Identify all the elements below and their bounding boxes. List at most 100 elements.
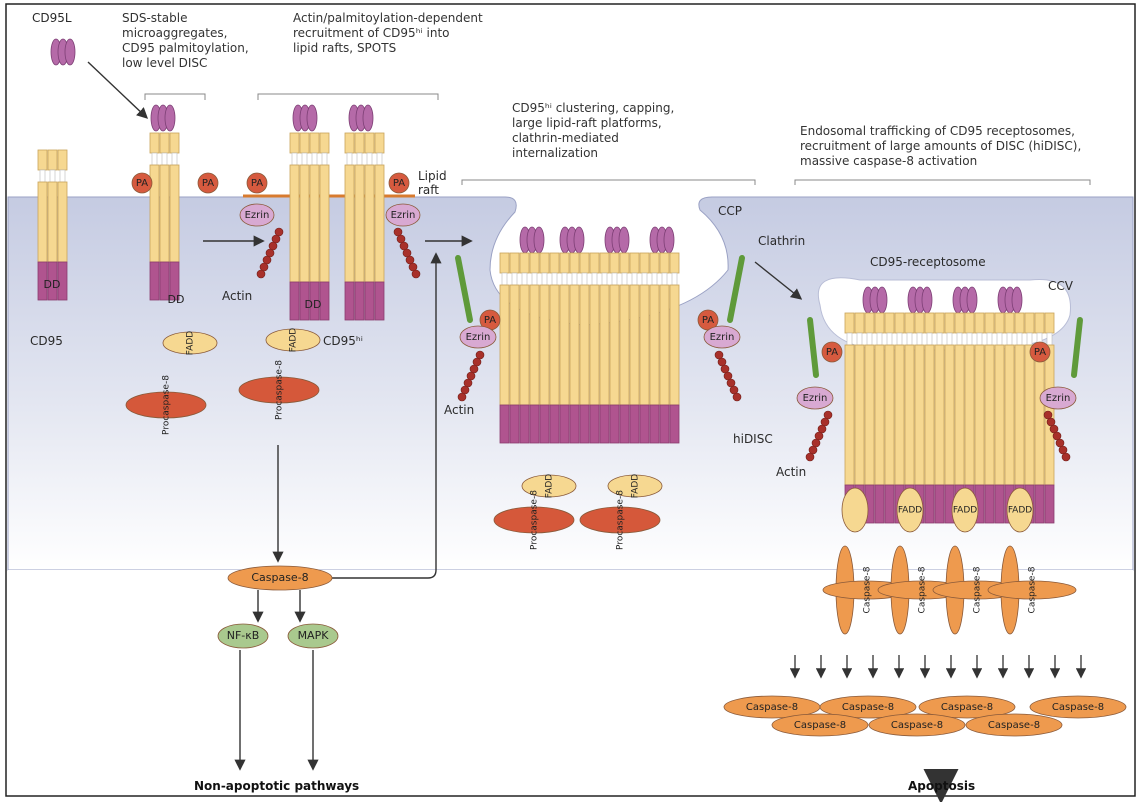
receptor-head <box>1025 313 1034 333</box>
actin-bead <box>458 393 466 401</box>
receptor-linker <box>632 273 637 285</box>
receptor-linker <box>302 153 307 165</box>
cd95-stage3-1 <box>530 253 559 443</box>
receptor-linker <box>897 333 902 345</box>
receptor-body <box>540 285 549 405</box>
death-domain <box>590 405 599 443</box>
ezrin-stage2-left-label: Ezrin <box>245 210 270 221</box>
receptor-body <box>955 345 964 485</box>
receptor-linker <box>652 273 657 285</box>
receptor-linker <box>50 170 55 182</box>
receptor-linker <box>612 273 617 285</box>
cd95l-stage4-3 <box>998 287 1022 313</box>
receptor-linker <box>1017 333 1022 345</box>
death-domain <box>885 485 894 523</box>
ligand-subunit <box>664 227 674 253</box>
cd95l-stage3-3 <box>650 227 674 253</box>
procaspase-stage3-a-label: Procaspase-8 <box>530 490 540 550</box>
death-domain <box>560 405 569 443</box>
actin-label-3: Actin <box>776 465 806 479</box>
receptor-linker <box>602 273 607 285</box>
receptor-body <box>975 345 984 485</box>
receptor-body <box>965 345 974 485</box>
receptor-head <box>855 313 864 333</box>
receptor-body <box>510 285 519 405</box>
death-domain <box>520 405 529 443</box>
receptor-body <box>985 345 994 485</box>
fadd-stage4-1-label: FADD <box>898 506 922 516</box>
receptosome-label: CD95-receptosome <box>870 255 986 269</box>
receptor-head <box>885 313 894 333</box>
receptor-body <box>895 345 904 485</box>
death-domain <box>510 405 519 443</box>
receptor-linker <box>532 273 537 285</box>
dd-label-stage1: DD <box>168 293 185 306</box>
receptor-head <box>170 133 179 153</box>
receptor-head <box>905 313 914 333</box>
fadd-stage1-label: FADD <box>186 331 196 355</box>
receptor-head <box>915 313 924 333</box>
ligand-subunit <box>534 227 544 253</box>
cd95hi-label: CD95ʰⁱ <box>323 334 363 348</box>
receptor-linker <box>172 153 177 165</box>
fadd-stage2-label: FADD <box>289 328 299 352</box>
receptor-head <box>995 313 1004 333</box>
pa-stage2-right-label: PA <box>393 178 405 189</box>
receptor-body <box>375 165 384 282</box>
receptor-linker <box>662 273 667 285</box>
receptor-head <box>550 253 559 273</box>
ligand-subunit <box>922 287 932 313</box>
active-caspase8-4-label: Caspase-8 <box>794 720 846 731</box>
receptor-linker <box>377 153 382 165</box>
receptor-body <box>875 345 884 485</box>
actin-bead <box>412 270 420 278</box>
actin-bead <box>257 270 265 278</box>
mapk-node-label: MAPK <box>298 629 330 642</box>
receptor-head <box>560 253 569 273</box>
death-domain <box>600 405 609 443</box>
active-caspase8-1-label: Caspase-8 <box>842 702 894 713</box>
receptor-linker <box>867 333 872 345</box>
death-domain <box>630 405 639 443</box>
receptor-head <box>875 313 884 333</box>
receptor-body <box>580 285 589 405</box>
actin-bead <box>806 453 814 461</box>
receptor-linker <box>887 333 892 345</box>
death-domain <box>345 282 354 320</box>
death-domain <box>375 282 384 320</box>
ezrin-stage4-left-label: Ezrin <box>803 393 828 404</box>
receptor-head <box>160 133 169 153</box>
ligand-subunit <box>877 287 887 313</box>
receptor-linker <box>857 333 862 345</box>
active-caspase8-0-label: Caspase-8 <box>746 702 798 713</box>
receptor-body <box>600 285 609 405</box>
receptor-body <box>925 345 934 485</box>
receptor-head <box>570 253 579 273</box>
receptor-body <box>640 285 649 405</box>
cd95l-label: CD95L <box>32 11 72 25</box>
death-domain <box>1045 485 1054 523</box>
receptor-linker <box>357 153 362 165</box>
procaspase-stage1-label: Procaspase-8 <box>162 375 172 435</box>
receptor-head <box>865 313 874 333</box>
receptor-linker <box>347 153 352 165</box>
receptor-linker <box>907 333 912 345</box>
death-domain <box>935 485 944 523</box>
receptor-head <box>150 133 159 153</box>
ligand-subunit <box>65 39 75 65</box>
receptor-body <box>885 345 894 485</box>
fadd-stage4-2-label: FADD <box>953 506 977 516</box>
cd95l-stage3-2 <box>605 227 629 253</box>
receptor-linker <box>40 170 45 182</box>
lipid-raft-label: Lipid raft <box>418 169 450 197</box>
receptor-head <box>660 253 669 273</box>
receptor-head <box>1035 313 1044 333</box>
receptor-body <box>530 285 539 405</box>
cd95-stage3-2 <box>560 253 589 443</box>
receptor-body <box>995 345 1004 485</box>
receptor-body <box>845 345 854 485</box>
caspase8-stack-stage4-2b-label: Caspase-8 <box>973 566 983 613</box>
receptor-head <box>935 313 944 333</box>
active-caspase8-5-label: Caspase-8 <box>891 720 943 731</box>
death-domain <box>995 485 1004 523</box>
